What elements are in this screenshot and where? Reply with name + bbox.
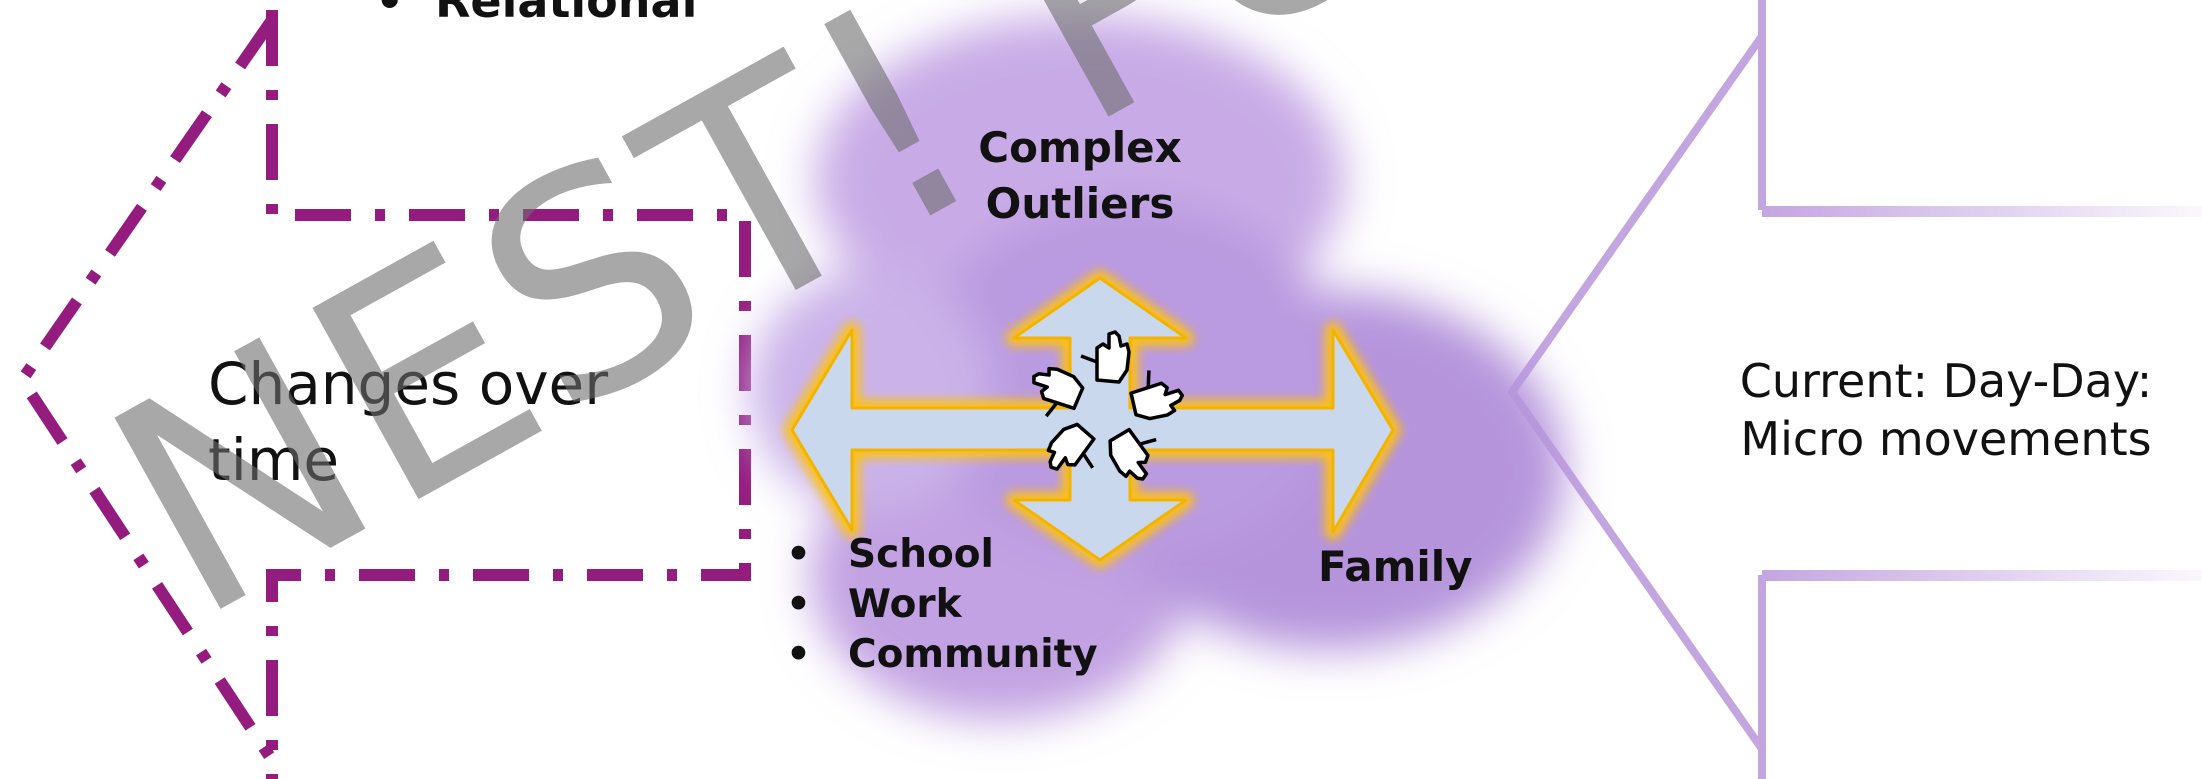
complex-label-line-2: Outliers — [985, 179, 1175, 228]
complex-outliers-label: Complex Outliers — [930, 120, 1230, 232]
family-label: Family — [1318, 542, 1473, 591]
bullet-list: School Work Community — [782, 530, 1098, 680]
changes-line-1: Changes over — [208, 350, 609, 418]
list-item: Work — [782, 580, 1098, 630]
complex-label-line-1: Complex — [978, 123, 1182, 172]
purple-clouds — [750, 15, 1565, 720]
four-way-arrow — [784, 270, 1401, 568]
hands-circle-icon — [1032, 330, 1185, 481]
top-bullet-item: • Relational — [375, 0, 697, 28]
bullet-dot: • — [375, 0, 405, 28]
changes-over-time-text: Changes over time — [208, 346, 608, 498]
list-item: School — [782, 530, 1098, 580]
current-line-1: Current: Day-Day: — [1739, 354, 2153, 408]
list-item: Community — [782, 630, 1098, 680]
left-dashed-chevron — [14, 10, 751, 779]
current-line-2: Micro movements — [1740, 412, 2152, 466]
current-day-day-text: Current: Day-Day: Micro movements — [1690, 352, 2202, 468]
top-bullet-text: Relational — [435, 0, 698, 28]
changes-line-2: time — [208, 426, 340, 494]
